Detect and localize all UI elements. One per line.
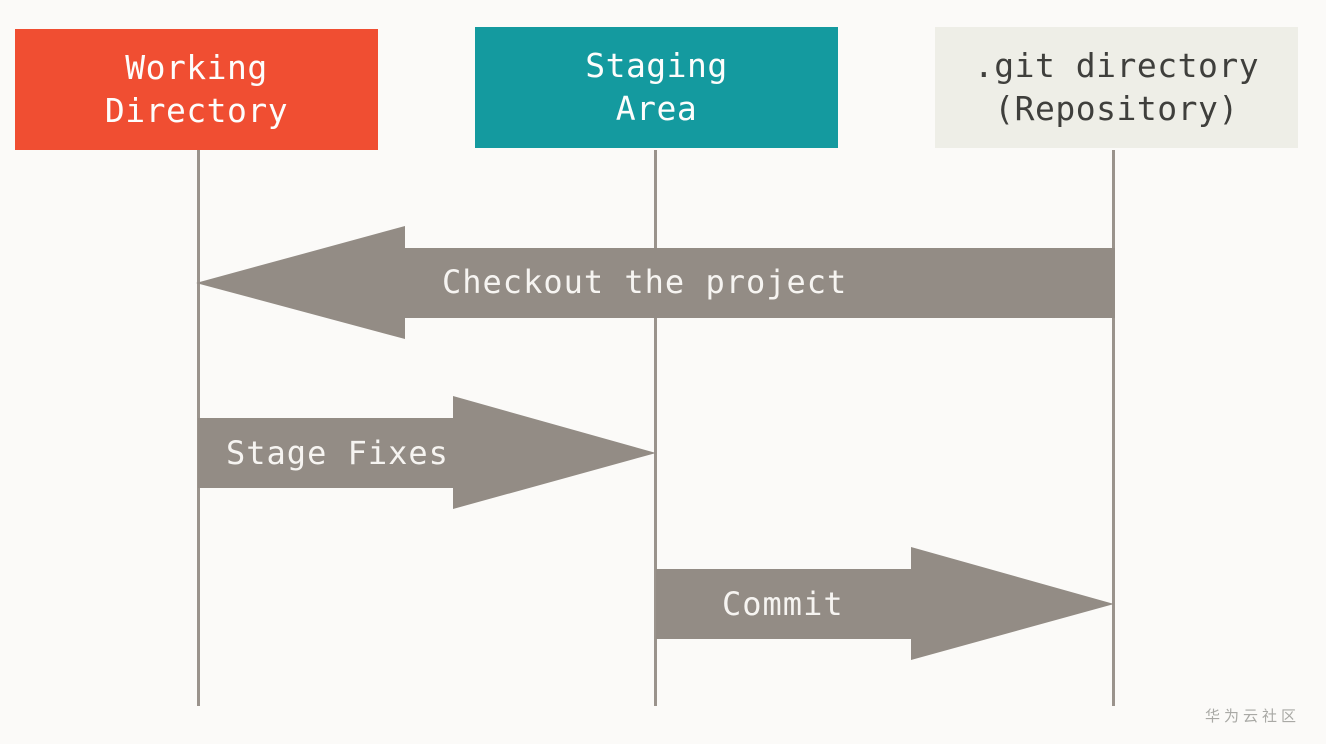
area-label-line2: (Repository) bbox=[994, 88, 1239, 128]
arrow-label-checkout-the-project: Checkout the project bbox=[442, 263, 848, 301]
area-label-line1: Working bbox=[125, 47, 268, 87]
watermark-text: 华为云社区 bbox=[1204, 707, 1300, 725]
area-label-line1: Staging bbox=[585, 45, 728, 85]
arrow-label-commit: Commit bbox=[722, 585, 844, 623]
area-box-staging-area: Staging Area bbox=[475, 27, 838, 148]
area-label-line2: Directory bbox=[104, 90, 289, 130]
lifeline-git-directory bbox=[1112, 150, 1115, 706]
arrow-stage-fixes bbox=[198, 396, 656, 509]
arrow-checkout-the-project bbox=[196, 226, 1115, 339]
lifeline-staging-area bbox=[654, 150, 657, 706]
area-label-line1: .git directory bbox=[973, 45, 1260, 85]
area-box-working-directory: Working Directory bbox=[15, 29, 378, 150]
area-box-git-directory: .git directory (Repository) bbox=[935, 27, 1298, 148]
arrow-label-stage-fixes: Stage Fixes bbox=[226, 434, 449, 472]
area-label-line2: Area bbox=[615, 88, 698, 128]
arrow-commit bbox=[656, 547, 1114, 660]
